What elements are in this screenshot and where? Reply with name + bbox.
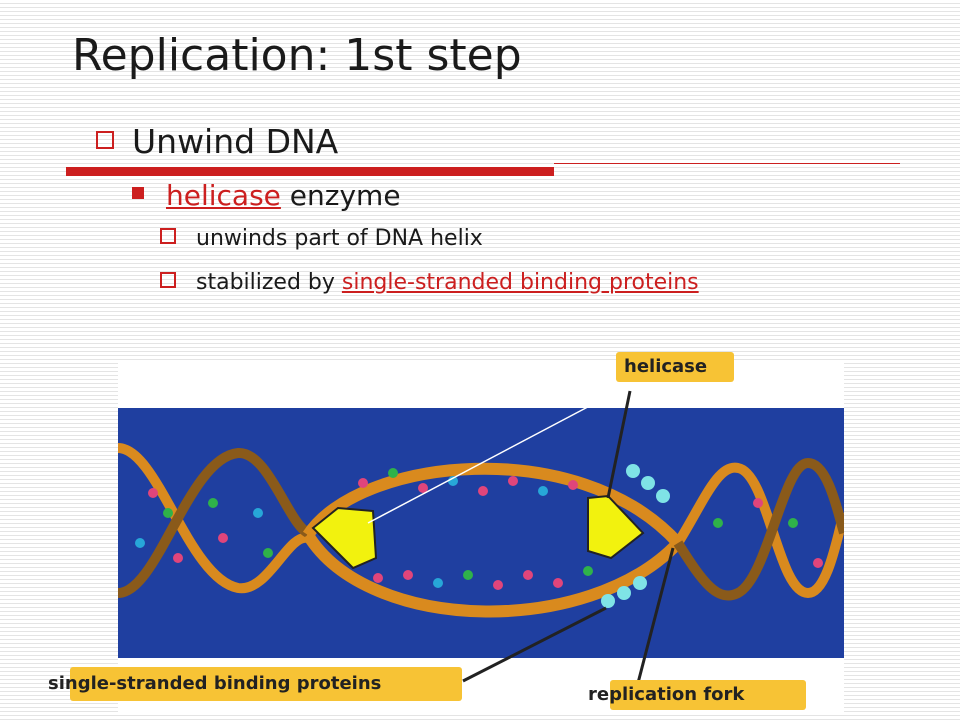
strand-left-a [118,443,310,594]
title-underline-rule [554,163,900,164]
helicase-left-shape [311,506,378,570]
slide-title: Replication: 1st step [72,30,522,81]
pointer-line-fork [636,547,675,684]
helicase-right-shape [587,494,645,560]
strand-left-b [118,448,311,598]
pointer-line-ssb [462,606,607,683]
replication-fork-label: replication fork [588,680,806,710]
hollow-square-bullet-icon [160,228,176,244]
bullet-unwind-dna-text: Unwind DNA [132,122,339,161]
dna-illustration [118,390,844,684]
nucleotide-dots [135,468,823,590]
replication-fork-label-text: replication fork [588,684,745,705]
bullet-stabilized: stabilized by single-stranded binding pr… [160,270,699,295]
bullet-helicase-enzyme: helicase enzyme [132,179,401,212]
pointer-line-helicase-left [367,390,619,524]
ssb-label: single-stranded binding proteins [48,667,462,701]
figure-background [118,408,844,658]
pointer-line-helicase-right [606,390,632,499]
hollow-square-bullet-icon [96,130,114,149]
bullet-unwinds: unwinds part of DNA helix [160,226,483,251]
bullet-unwinds-text: unwinds part of DNA helix [196,226,483,251]
enzyme-text: enzyme [280,179,401,212]
bubble-lower-strand [302,531,683,618]
dna-replication-figure [118,363,844,713]
strand-right-b [673,457,844,601]
ssb-label-text: single-stranded binding proteins [48,673,382,694]
hollow-square-bullet-icon [160,272,176,288]
helicase-link[interactable]: helicase [166,179,281,212]
ssb-link[interactable]: single-stranded binding proteins [341,270,699,295]
title-underline-bar [66,167,554,176]
bubble-upper-strand [302,462,683,548]
bullet-unwind-dna: Unwind DNA [96,122,338,161]
helicase-label: helicase [616,352,734,382]
stabilized-prefix-text: stabilized by [196,270,342,295]
ssb-proteins [601,464,670,608]
filled-square-bullet-icon [132,187,144,199]
